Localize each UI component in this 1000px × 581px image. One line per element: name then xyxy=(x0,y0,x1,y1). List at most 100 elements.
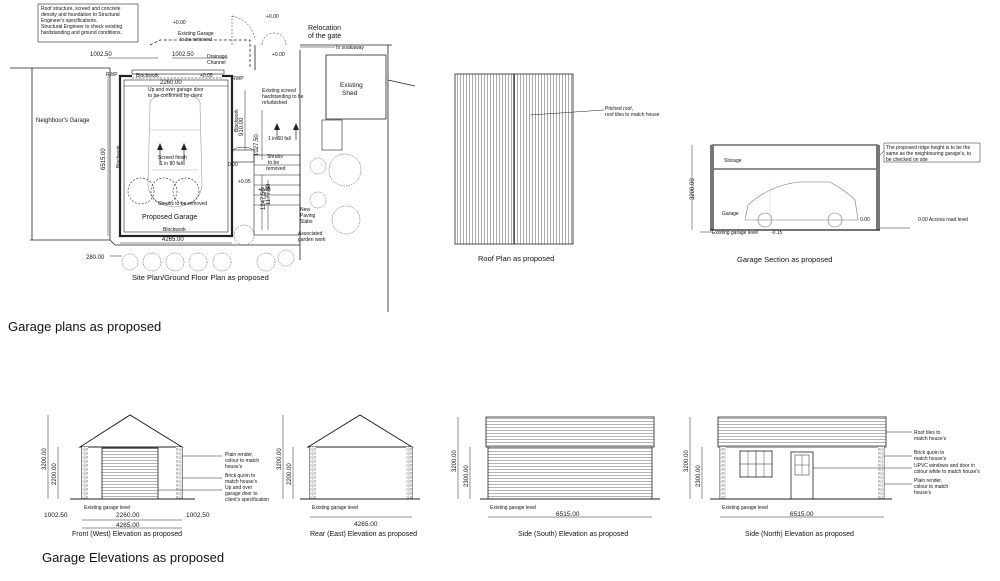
front-quoin-1: Brick quoin to xyxy=(225,473,256,479)
plans-heading: Garage plans as proposed xyxy=(8,319,162,334)
rear-existing-level: Existing garage level xyxy=(312,505,358,511)
south-d-total: 6515.00 xyxy=(556,511,580,518)
shrubs-a-3: removed xyxy=(266,166,286,172)
dim-910: 910.00 xyxy=(239,117,245,136)
rear-d-total: 4265.00 xyxy=(354,521,378,528)
north-render-2: colour to match xyxy=(914,484,948,490)
north-upvc-1: UPVC windows and door in xyxy=(914,463,975,469)
blockwork-left: Blockwork xyxy=(116,145,122,168)
existing-garage-1: Existing Garage xyxy=(178,31,214,37)
roof-note-1: Pitched roof, xyxy=(605,106,633,112)
level-inner: +0.05 xyxy=(200,73,213,79)
north-quoin-2: match house's xyxy=(914,456,947,462)
drainage-1: Drainage xyxy=(207,54,228,60)
front-d-right: 1002.50 xyxy=(186,512,210,519)
to-soakaway: To soakaway xyxy=(335,45,364,51)
garage-section xyxy=(691,144,910,233)
neighbours-garage: Neighbour's Garage xyxy=(36,118,90,124)
note-line-1: Roof structure, screed and concrete xyxy=(41,6,121,12)
dim-top-right: 1002.50 xyxy=(172,52,194,58)
elevations-heading: Garage Elevations as proposed xyxy=(42,550,225,565)
hardstanding-2: hardstanding to be xyxy=(262,94,304,100)
section-level-right: 0.00 xyxy=(860,217,870,223)
front-h2: 2200.00 xyxy=(52,463,58,485)
roof-plan-caption: Roof Plan as proposed xyxy=(478,254,555,263)
front-door-3: client's specification xyxy=(225,497,269,503)
level-t2: +0.15 xyxy=(258,187,271,193)
level-gate-2: +0.00 xyxy=(272,52,285,58)
front-d-mid: 2260.00 xyxy=(116,512,140,519)
rwp-left: RWP xyxy=(106,72,118,78)
front-door-1: Up and over xyxy=(225,485,253,491)
front-render-2: colour to match xyxy=(225,458,259,464)
dim-1247: 1247.50 xyxy=(261,188,267,210)
section-level-small: -0.15 xyxy=(771,230,783,236)
note-line-2: density and foundation to Structural xyxy=(41,12,120,18)
existing-shed-2: Shed xyxy=(342,90,358,97)
blockwork-right: Blockwork xyxy=(234,109,240,132)
section-existing-level: Existing garage level xyxy=(712,230,758,236)
door-note-2: to be confirmed by client xyxy=(148,93,203,99)
dim-280: 280.00 xyxy=(86,255,105,261)
north-tiles-1: Roof tiles to xyxy=(914,430,941,436)
north-render-1: Plain render, xyxy=(914,478,942,484)
blockwork-top: Blockwork xyxy=(136,73,159,79)
gate-note-1: Relocation xyxy=(308,25,341,32)
north-quoin-1: Brick quoin to xyxy=(914,450,945,456)
front-d-left: 1002.50 xyxy=(44,512,68,519)
rear-h2: 2200.00 xyxy=(287,463,293,485)
paving-2: Paving xyxy=(300,213,316,219)
site-plan xyxy=(10,15,416,312)
blockwork-bottom: Blockwork xyxy=(163,227,186,233)
dim-top-left: 1002.50 xyxy=(90,52,112,58)
rear-h1: 3200.00 xyxy=(277,448,283,470)
existing-garage-2: to be removed xyxy=(180,37,212,43)
level-top-left: +0.00 xyxy=(173,20,186,26)
south-h2: 2300.00 xyxy=(464,465,470,487)
front-existing-level: Existing garage level xyxy=(84,505,130,511)
front-h1: 3200.00 xyxy=(42,448,48,470)
roof-plan xyxy=(454,73,605,245)
roof-note-2: roof tiles to match house xyxy=(605,112,660,118)
screed-note-1: Screed finish xyxy=(158,155,187,161)
dim-width: 4265.00 xyxy=(162,237,184,243)
front-elevation-caption: Front (West) Elevation as proposed xyxy=(72,531,182,538)
rear-elevation-caption: Rear (East) Elevation as proposed xyxy=(310,531,417,538)
south-elevation-caption: Side (South) Elevation as proposed xyxy=(518,531,629,538)
north-d-total: 6515.00 xyxy=(790,511,814,518)
paving-1: New xyxy=(300,207,310,213)
north-h1: 3200.00 xyxy=(684,450,690,472)
section-garage: Garage xyxy=(722,211,739,217)
hardstanding-3: refurbished xyxy=(262,100,287,106)
front-render-1: Plain render, xyxy=(225,452,253,458)
drainage-2: Channel xyxy=(207,60,226,66)
paving-3: Slabs xyxy=(300,219,313,225)
rear-elevation xyxy=(282,414,420,518)
road-level: 0.00 Access road level xyxy=(918,217,968,223)
rwp-right: RWP xyxy=(232,76,244,82)
shrubs-b: Shrubs to be removed xyxy=(158,201,207,207)
north-upvc-2: colour white to match house's xyxy=(914,469,980,475)
ridge-note-3: be checked on site xyxy=(886,157,928,163)
north-render-3: house's xyxy=(914,490,932,496)
dim-inner-width: 2260.00 xyxy=(160,80,182,86)
ridge-note-2: same as the neighbouring garage's, to xyxy=(886,151,971,157)
fall-note: 1 in 60 fall xyxy=(268,136,291,142)
site-plan-caption: Site Plan/Ground Floor Plan as proposed xyxy=(132,273,269,282)
front-door-2: garage door to xyxy=(225,491,258,497)
dim-1027: 1027.50 xyxy=(254,134,260,156)
garden-work-2: garden work xyxy=(298,237,326,243)
shrubs-a-1: Shrubs xyxy=(267,154,283,160)
north-elevation-caption: Side (North) Elevation as proposed xyxy=(745,531,854,538)
note-line-4: Structural Engineer to check existing xyxy=(41,24,122,30)
section-height: 3200.00 xyxy=(690,178,696,200)
front-d-total: 4265.00 xyxy=(116,522,140,529)
gate-note-2: of the gate xyxy=(308,33,341,40)
note-line-3: Engineer's specifications. xyxy=(41,18,97,24)
door-note-1: Up and over garage door xyxy=(148,87,204,93)
front-elevation xyxy=(47,414,222,529)
dim-depth: 6515.00 xyxy=(101,148,107,170)
north-existing-level: Existing garage level xyxy=(722,505,768,511)
south-existing-level: Existing garage level xyxy=(490,505,536,511)
